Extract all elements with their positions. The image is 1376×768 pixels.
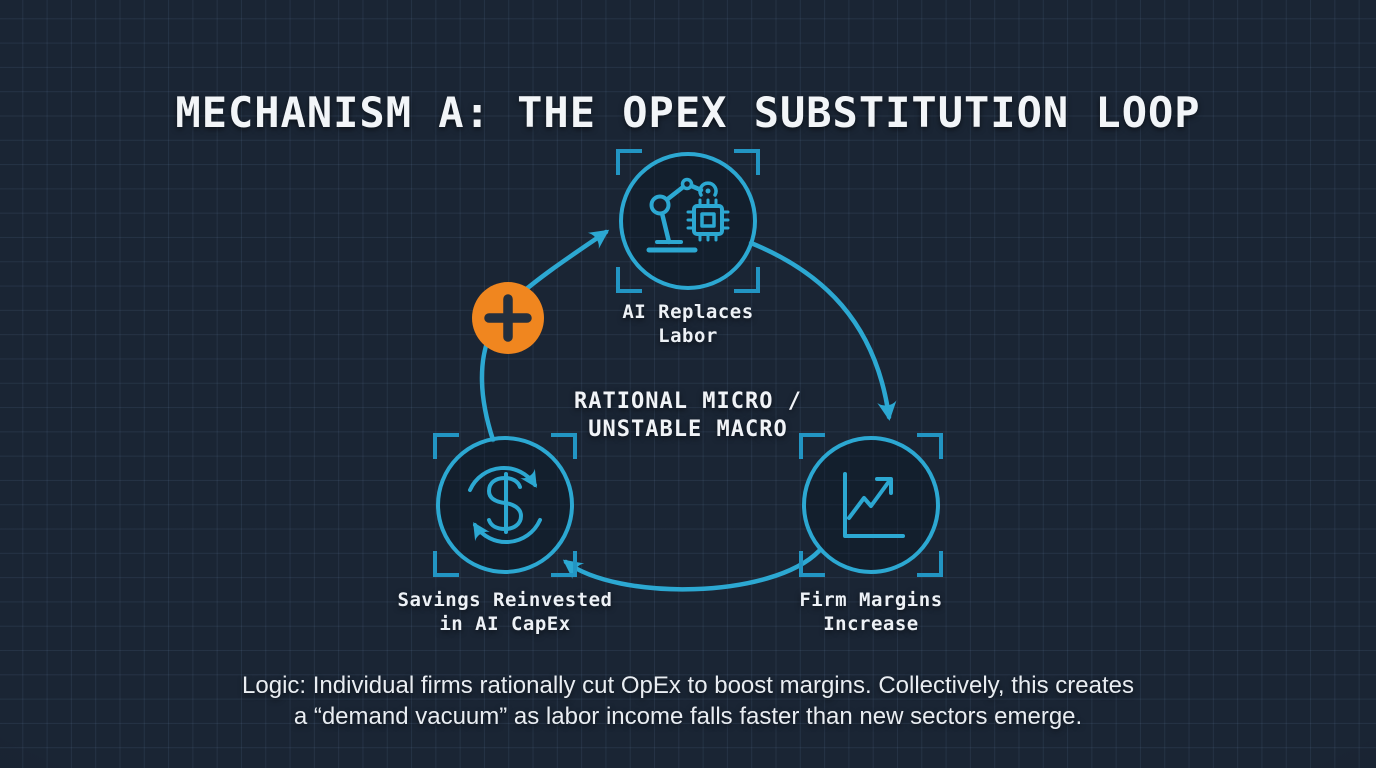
logic-footnote: Logic: Individual firms rationally cut O… <box>0 670 1376 732</box>
corner-brackets <box>616 149 760 293</box>
node-label-line: in AI CapEx <box>439 613 571 635</box>
logic-footnote-line: Logic: Individual firms rationally cut O… <box>242 672 1134 699</box>
center-caption-line: UNSTABLE MACRO <box>588 417 788 442</box>
chip-pins <box>686 198 730 242</box>
center-caption: RATIONAL MICRO / UNSTABLE MACRO <box>468 388 908 444</box>
node-label-line: Labor <box>658 325 718 347</box>
node-label-line: AI Replaces <box>622 301 754 323</box>
node-label-ai-replaces-labor: AI Replaces Labor <box>518 300 858 348</box>
node-label-firm-margins: Firm Margins Increase <box>701 588 1041 636</box>
robot-elbow-joint <box>680 177 694 191</box>
logic-footnote-line: a “demand vacuum” as labor income falls … <box>293 703 1083 730</box>
dollar-recycle-icon <box>468 466 542 544</box>
line-chart-up-icon <box>843 472 905 538</box>
node-ai-replaces-labor <box>616 149 760 293</box>
chip-core <box>700 212 716 228</box>
node-label-line: Firm Margins <box>799 589 943 611</box>
corner-brackets <box>799 433 943 577</box>
chart-trend-arrowhead <box>875 477 893 495</box>
node-savings-reinvested <box>433 433 577 577</box>
robot-gripper-dot <box>705 188 711 194</box>
page-title: MECHANISM A: THE OPEX SUBSTITUTION LOOP <box>175 88 1201 138</box>
robot-arm <box>657 181 704 245</box>
node-firm-margins-increase <box>799 433 943 577</box>
plus-icon <box>484 294 532 342</box>
cycle-arc-top <box>468 466 537 492</box>
center-caption-line: RATIONAL MICRO / <box>574 389 802 414</box>
dollar-s-curve <box>487 476 523 531</box>
chart-axes <box>843 472 905 538</box>
node-label-savings-reinvested: Savings Reinvested in AI CapEx <box>335 588 675 636</box>
flow-arrow-ai-to-margins <box>748 240 897 421</box>
node-label-line: Increase <box>823 613 919 635</box>
robot-gripper <box>698 181 718 197</box>
robot-shoulder-joint <box>649 194 671 216</box>
flow-arrow-margins-to-savings <box>562 548 822 592</box>
chart-trend-line <box>847 478 892 520</box>
node-label-line: Savings Reinvested <box>397 589 613 611</box>
cycle-arc-bottom <box>473 518 542 544</box>
corner-brackets <box>433 433 577 577</box>
robot-arm-chip-icon <box>646 177 730 253</box>
reinforcing-loop-marker <box>472 282 544 354</box>
